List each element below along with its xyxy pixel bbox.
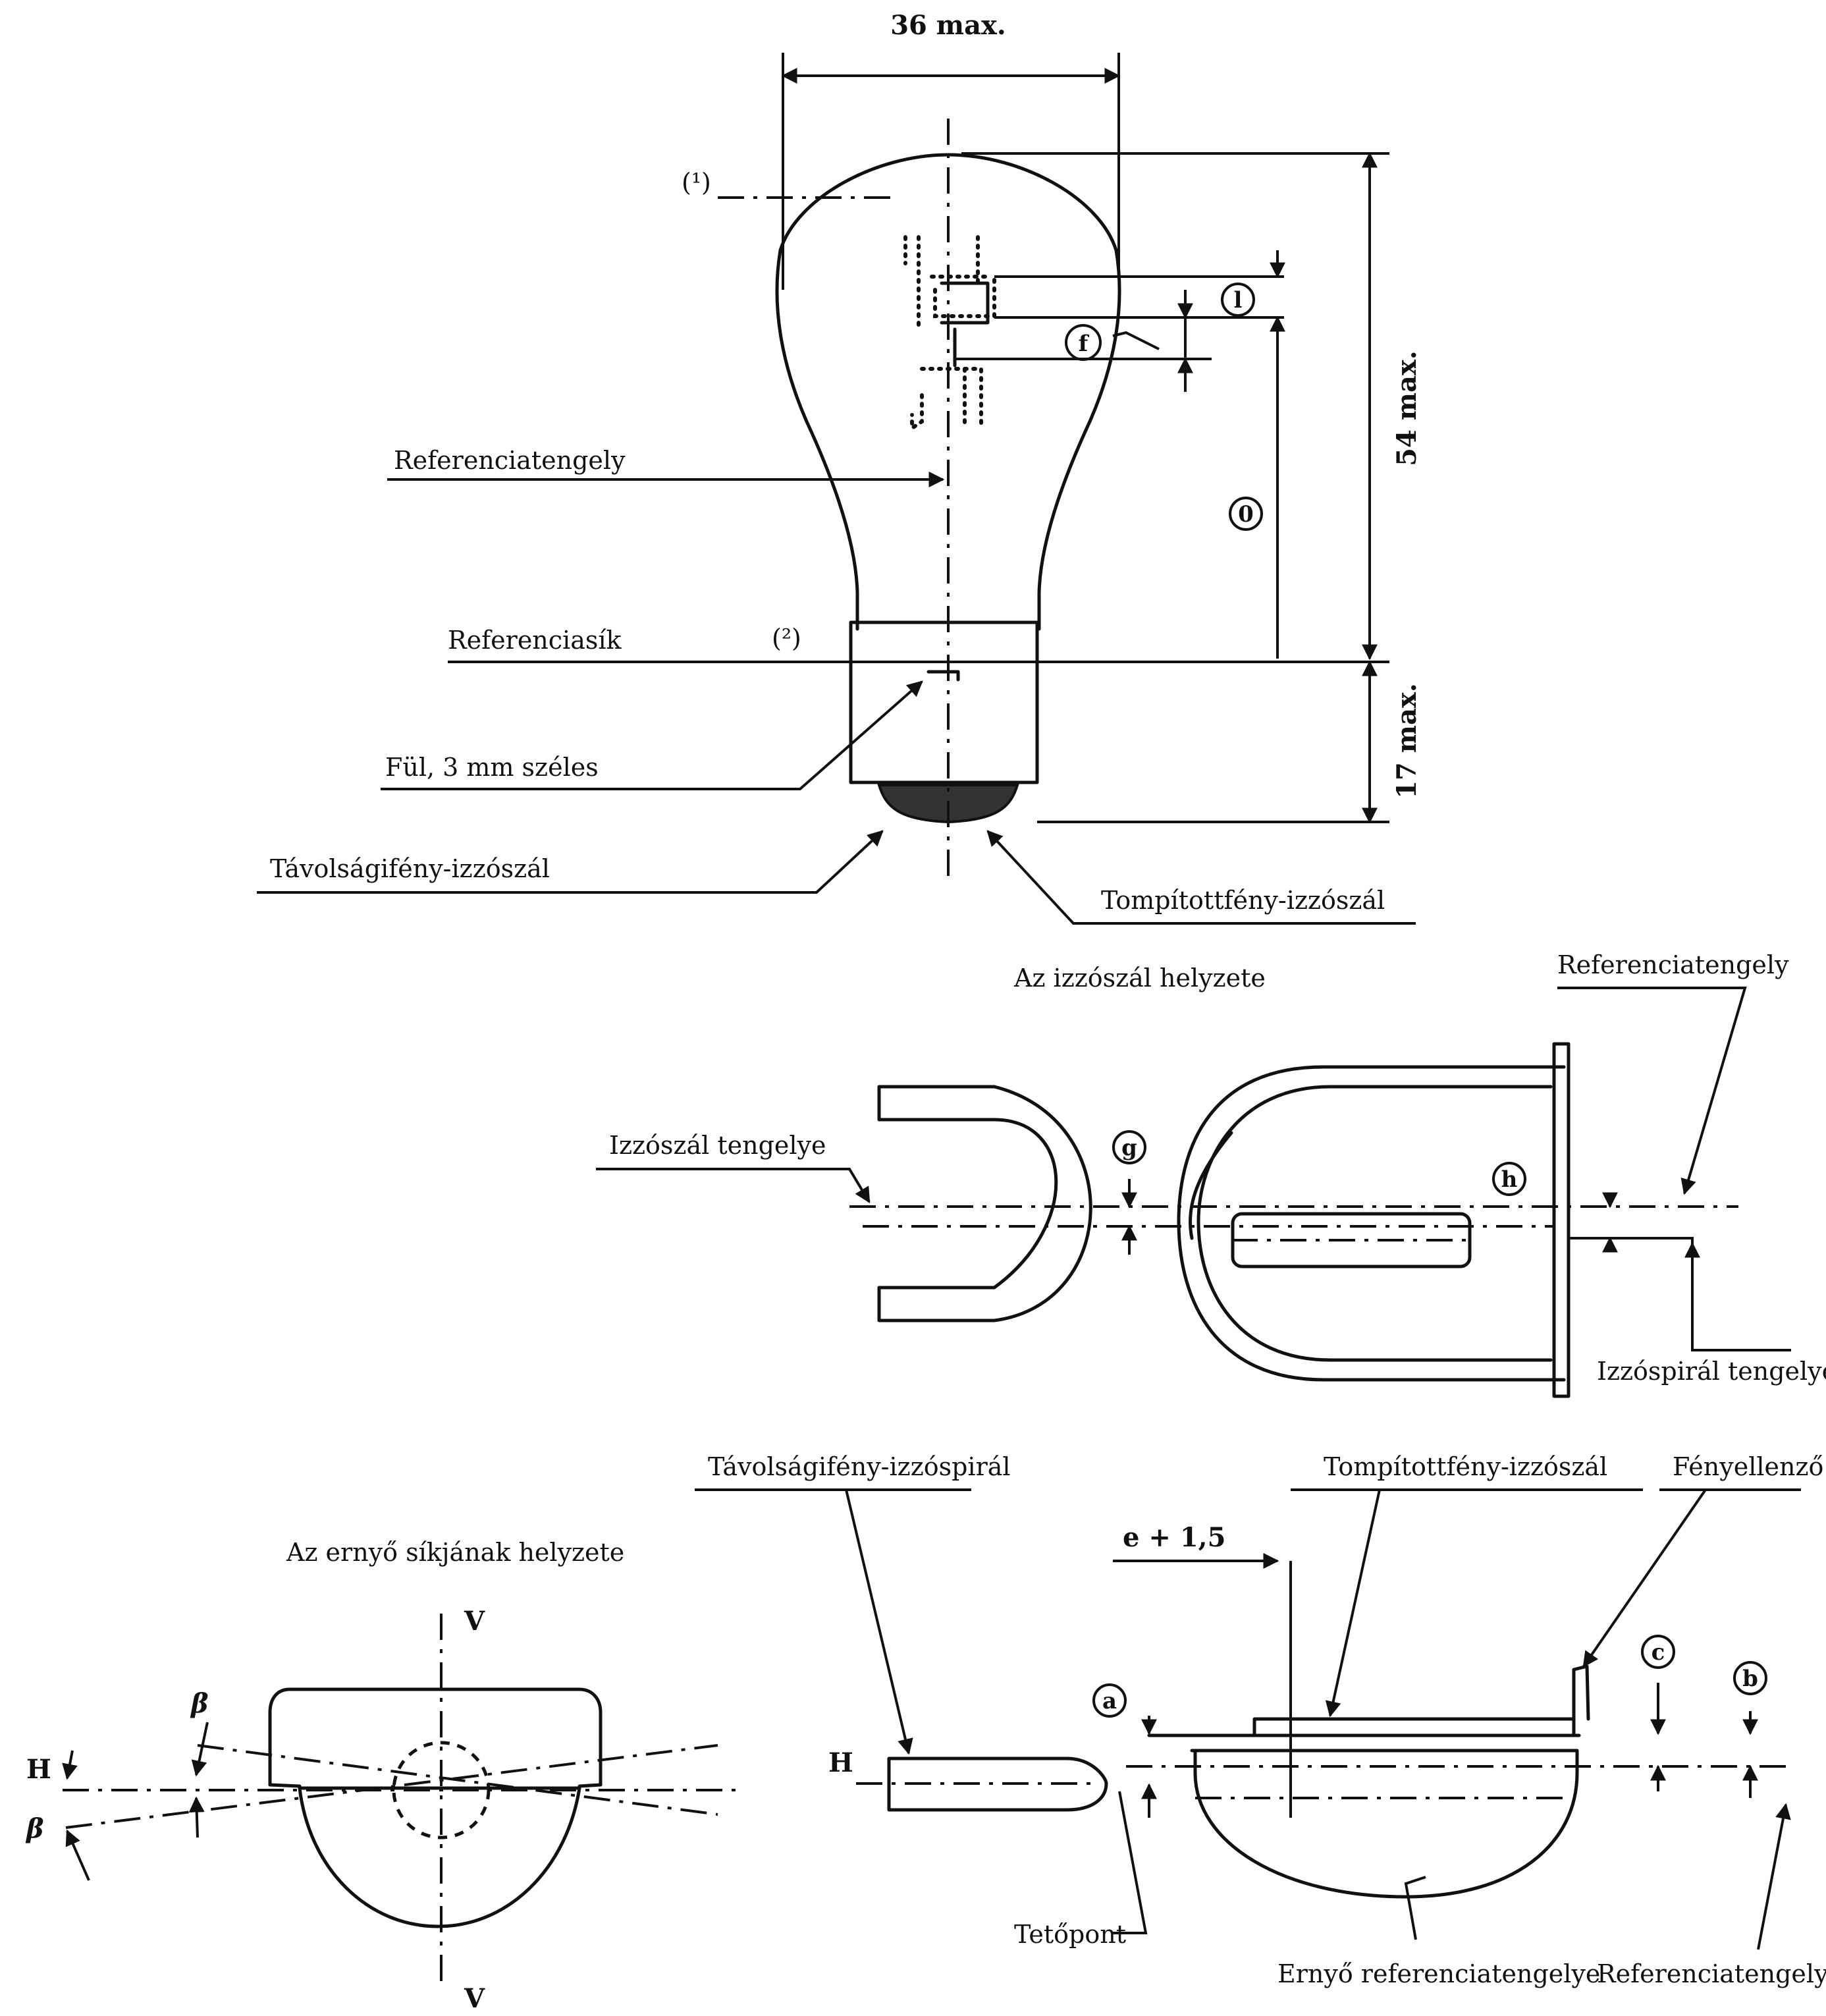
circle-c-label: c <box>1651 1639 1665 1666</box>
shield-detail <box>1190 1749 1579 1899</box>
u-shield <box>877 1085 1092 1322</box>
label-dipped-detail: Tompítottfény-izzószál <box>1324 1452 1607 1481</box>
label-counter: Fényellenző <box>1673 1452 1823 1481</box>
circle-o-label: 0 <box>1238 501 1254 528</box>
label-beta-top: β <box>190 1688 209 1719</box>
bulb-base <box>849 620 1039 784</box>
label-v-bottom: V <box>464 1983 485 2014</box>
label-ref-axis: Referenciatengely <box>394 446 626 475</box>
circle-c <box>1641 1635 1675 1669</box>
filament-position-title: Az izzószál helyzete <box>1013 964 1266 993</box>
label-dipped-filament: Tompítottfény-izzószál <box>1101 886 1385 915</box>
circle-b <box>1733 1661 1767 1695</box>
circle-f-label: f <box>1079 331 1090 357</box>
label-v-top: V <box>464 1606 485 1637</box>
label-shield-axis: Ernyő referenciatengelye <box>1277 1959 1600 1988</box>
dim-height: 54 max. <box>1391 350 1422 466</box>
note-1: (¹) <box>682 168 711 197</box>
main-coil <box>887 1757 1108 1812</box>
label-main-coil: Távolságifény-izzóspirál <box>708 1452 1011 1481</box>
dim-base: 17 max. <box>1391 683 1422 799</box>
label-ref-plane: Referenciasík <box>448 626 622 655</box>
circle-f <box>1065 324 1102 361</box>
label-filament-axis: Izzószál tengelye <box>609 1131 826 1160</box>
dim-width: 36 max. <box>890 10 1006 41</box>
circle-o <box>1229 497 1263 531</box>
label-ref-axis-mid: Referenciatengely <box>1557 950 1789 979</box>
circle-a-label: a <box>1102 1688 1117 1714</box>
mount-plate <box>1552 1042 1571 1398</box>
shield-detail-view: H e + 1,5 a c b Távolságifény-izzóspirál… <box>695 1452 1826 1988</box>
shield-plane-view: Az ernyő síkjának helyzete V V H β β <box>25 1538 744 2014</box>
label-beta-bottom: β <box>25 1813 44 1844</box>
label-lug: Fül, 3 mm széles <box>385 753 599 782</box>
note-2: (²) <box>772 624 801 653</box>
shield-bowl <box>298 1786 581 1928</box>
label-main-filament: Távolságifény-izzószál <box>270 854 550 883</box>
shield-position-title: Az ernyő síkjának helyzete <box>286 1538 624 1567</box>
circle-g <box>1112 1130 1146 1164</box>
dim-e: e + 1,5 <box>1123 1522 1225 1553</box>
circle-g-label: g <box>1121 1135 1137 1161</box>
bulb-view: 36 max. (¹) l f 0 <box>257 10 1422 925</box>
filament-position-view: Az izzószál helyzete g h Izzószál tengel… <box>596 950 1826 1398</box>
circle-h-label: h <box>1501 1166 1518 1193</box>
circle-l <box>1221 283 1255 317</box>
shield-top-cap <box>268 1687 603 1787</box>
label-ref-axis-bottom: Referenciatengely <box>1597 1959 1826 1988</box>
circle-a <box>1092 1683 1127 1718</box>
circle-h <box>1492 1162 1526 1196</box>
label-top-point: Tetőpont <box>1014 1920 1126 1949</box>
label-h-right: H <box>828 1747 853 1778</box>
circle-b-label: b <box>1742 1666 1758 1692</box>
capsule <box>1177 1065 1566 1382</box>
label-coil-axis: Izzóspirál tengelye <box>1597 1357 1826 1386</box>
label-h-left: H <box>26 1754 51 1785</box>
circle-l-label: l <box>1234 287 1243 313</box>
